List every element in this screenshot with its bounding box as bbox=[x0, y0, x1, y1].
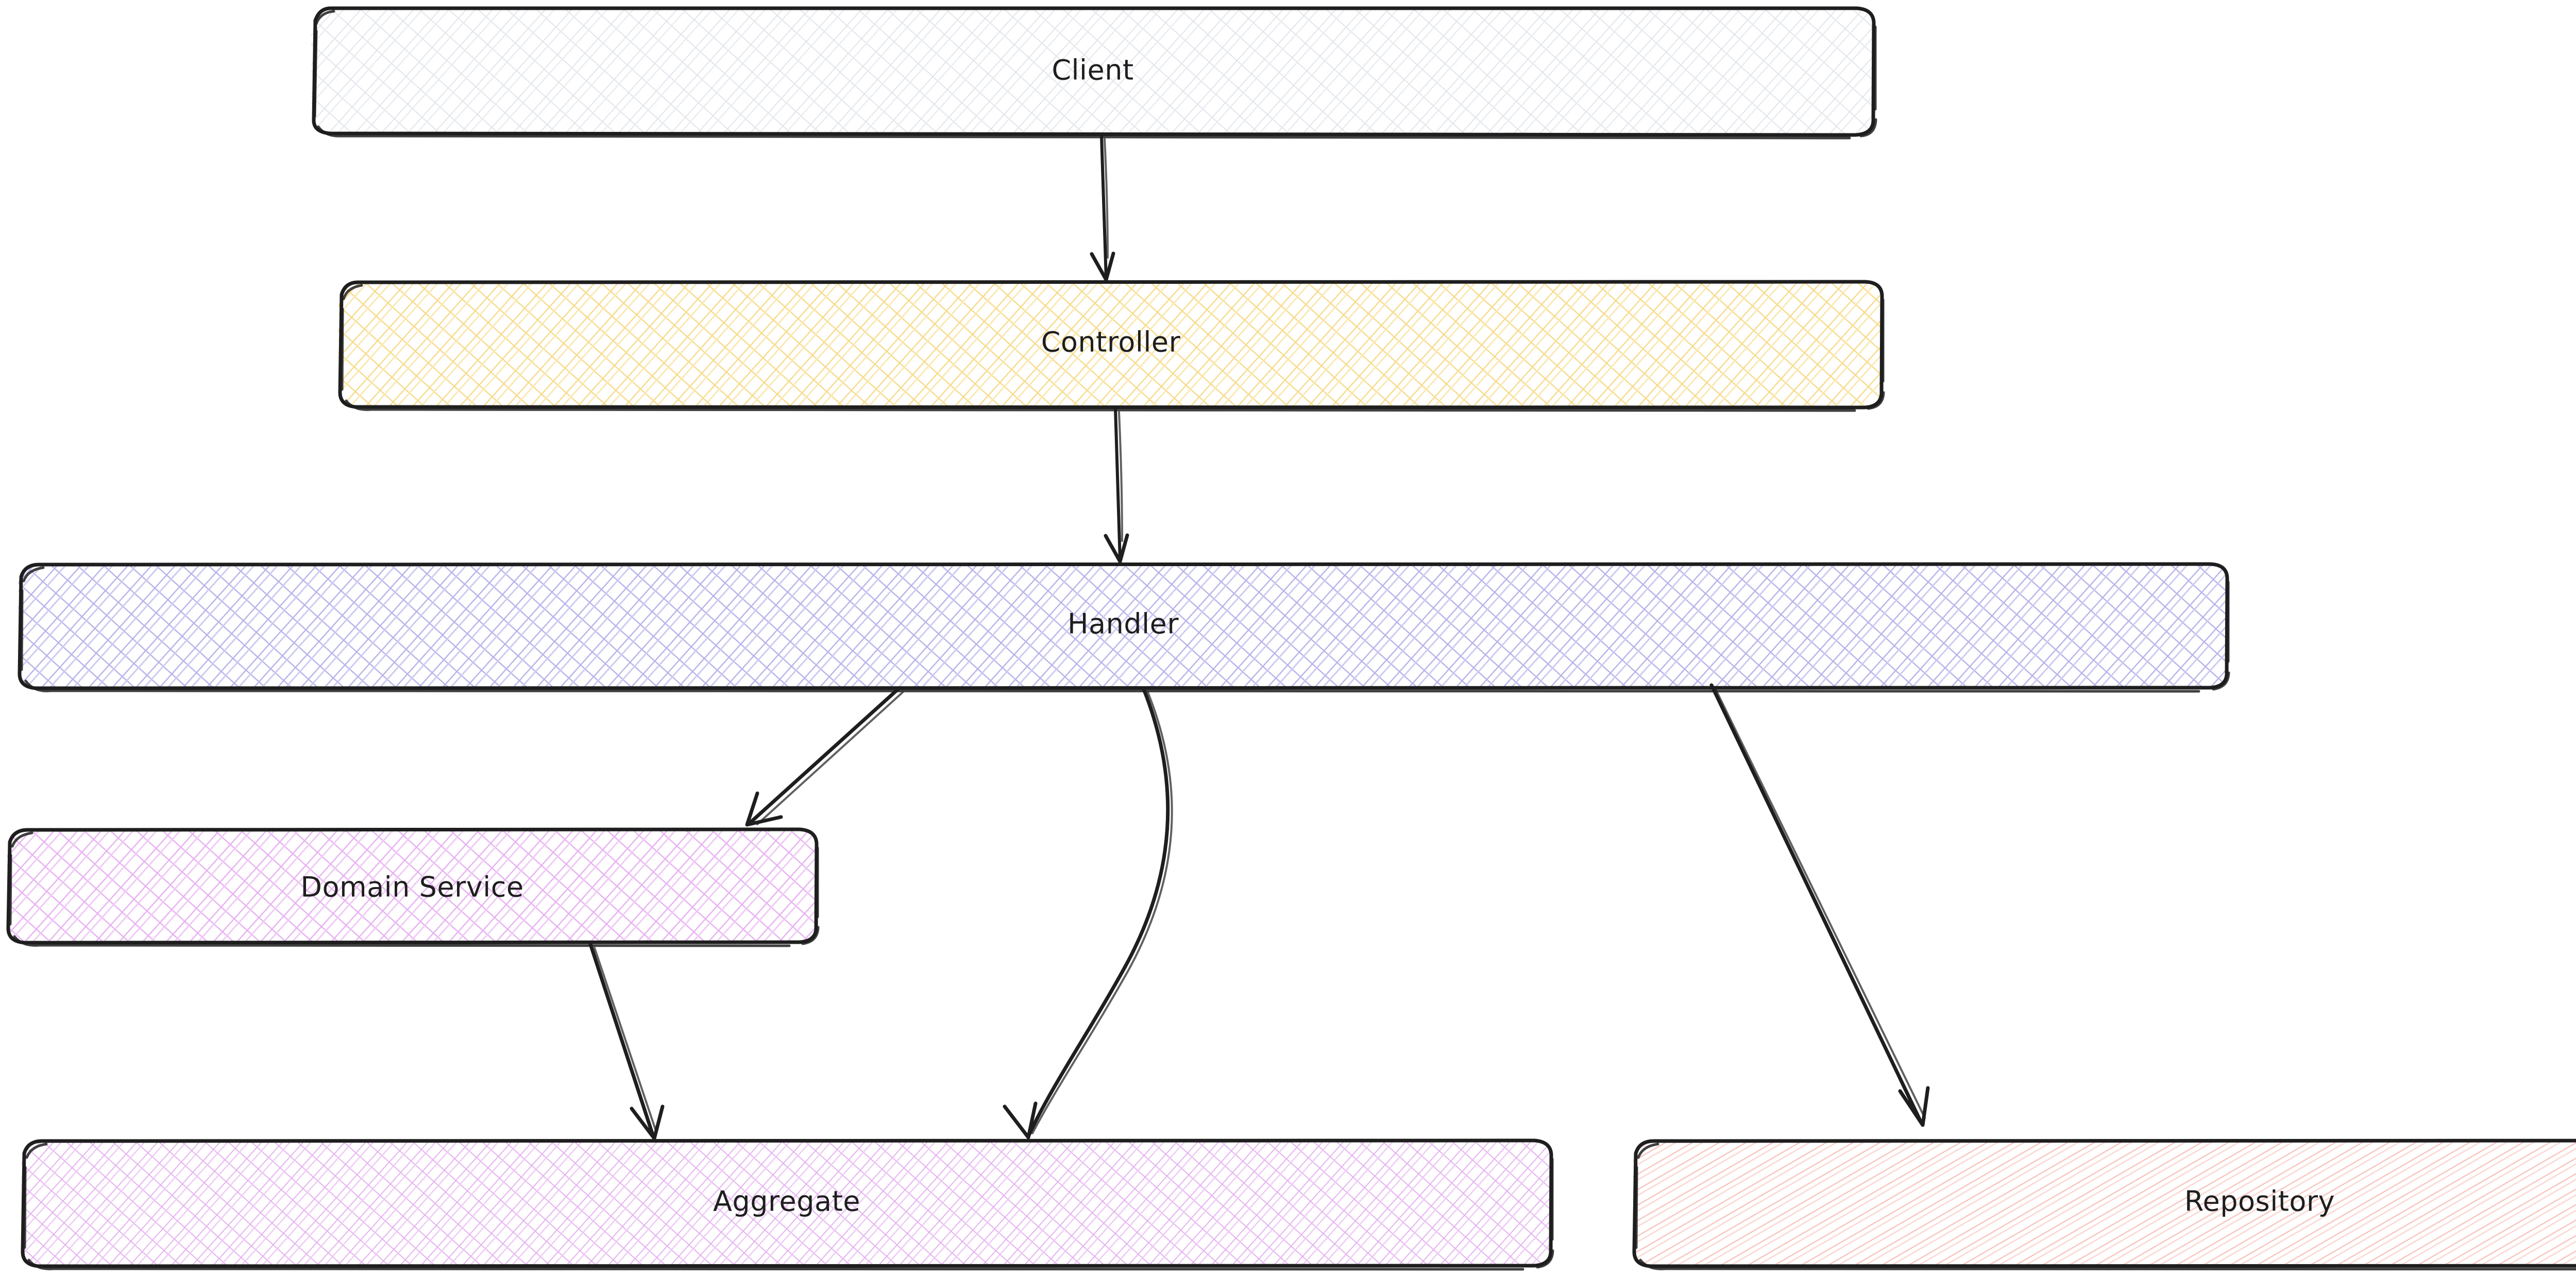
edge-domain-service-to-aggregate[interactable] bbox=[588, 942, 665, 1140]
arrowhead-icon bbox=[630, 1104, 665, 1140]
domain-service-hit-area[interactable] bbox=[7, 828, 818, 943]
repository-outline bbox=[1632, 1138, 2576, 1268]
handler-fill bbox=[19, 563, 2228, 688]
controller-label: Controller bbox=[1041, 326, 1181, 359]
controller-outline bbox=[338, 280, 1884, 410]
node-handler[interactable] bbox=[14, 559, 2232, 693]
node-domain-service[interactable] bbox=[3, 824, 822, 947]
edge-line bbox=[588, 942, 655, 1138]
aggregate-fill bbox=[22, 1139, 1552, 1266]
client-hit-area[interactable] bbox=[311, 7, 1874, 135]
handler-outline-sketch bbox=[20, 566, 2230, 693]
aggregate-hit-area[interactable] bbox=[22, 1139, 1552, 1266]
handler-outline bbox=[18, 562, 2229, 690]
domain-service-outline bbox=[6, 827, 819, 945]
domain-service-fill bbox=[7, 828, 818, 943]
edge-line bbox=[1026, 687, 1170, 1138]
edge-line bbox=[748, 687, 901, 825]
edge-handler-to-domain-service[interactable] bbox=[745, 687, 904, 827]
repository-fill bbox=[1633, 1139, 2576, 1266]
arrowhead-icon bbox=[1104, 533, 1129, 564]
handler-label: Handler bbox=[1067, 608, 1179, 640]
client-fill bbox=[311, 7, 1874, 135]
handler-hit-area[interactable] bbox=[19, 563, 2228, 688]
edge-line-sketch bbox=[1715, 688, 1926, 1119]
node-repository[interactable] bbox=[1629, 1135, 2576, 1271]
arrowhead-icon bbox=[1090, 251, 1115, 282]
arrowhead-icon bbox=[745, 791, 783, 827]
edge-line-sketch bbox=[594, 947, 657, 1133]
repository-outline-sketch bbox=[1635, 1143, 2576, 1271]
arrowhead-icon bbox=[1003, 1101, 1038, 1139]
edge-line bbox=[1100, 134, 1108, 280]
node-aggregate[interactable] bbox=[18, 1135, 1556, 1271]
controller-hit-area[interactable] bbox=[338, 281, 1883, 407]
aggregate-outline-sketch bbox=[23, 1143, 1554, 1271]
edge-line bbox=[1709, 683, 1923, 1123]
repository-hit-area[interactable] bbox=[1633, 1139, 2576, 1266]
repository-label: Repository bbox=[2184, 1185, 2335, 1218]
node-controller[interactable] bbox=[334, 277, 1887, 412]
edge-client-to-controller[interactable] bbox=[1090, 134, 1115, 282]
edge-controller-to-handler[interactable] bbox=[1104, 407, 1129, 564]
client-label: Client bbox=[1052, 54, 1133, 87]
edge-line-sketch bbox=[1118, 411, 1123, 542]
client-outline bbox=[312, 6, 1876, 137]
client-outline-sketch bbox=[313, 10, 1877, 140]
edge-line bbox=[1114, 407, 1122, 562]
edge-line-sketch bbox=[1031, 691, 1173, 1134]
edge-handler-to-aggregate[interactable] bbox=[1003, 687, 1173, 1139]
node-client[interactable] bbox=[307, 3, 1878, 140]
aggregate-outline bbox=[21, 1138, 1553, 1268]
edge-line-sketch bbox=[1104, 138, 1109, 259]
edge-line-sketch bbox=[756, 691, 904, 825]
controller-outline-sketch bbox=[341, 284, 1885, 412]
arrowhead-icon bbox=[1898, 1086, 1930, 1127]
domain-service-outline-sketch bbox=[9, 831, 820, 947]
aggregate-label: Aggregate bbox=[713, 1185, 860, 1218]
edge-handler-to-repository[interactable] bbox=[1709, 683, 1930, 1127]
controller-fill bbox=[338, 281, 1883, 407]
domain-service-label: Domain Service bbox=[300, 871, 523, 904]
